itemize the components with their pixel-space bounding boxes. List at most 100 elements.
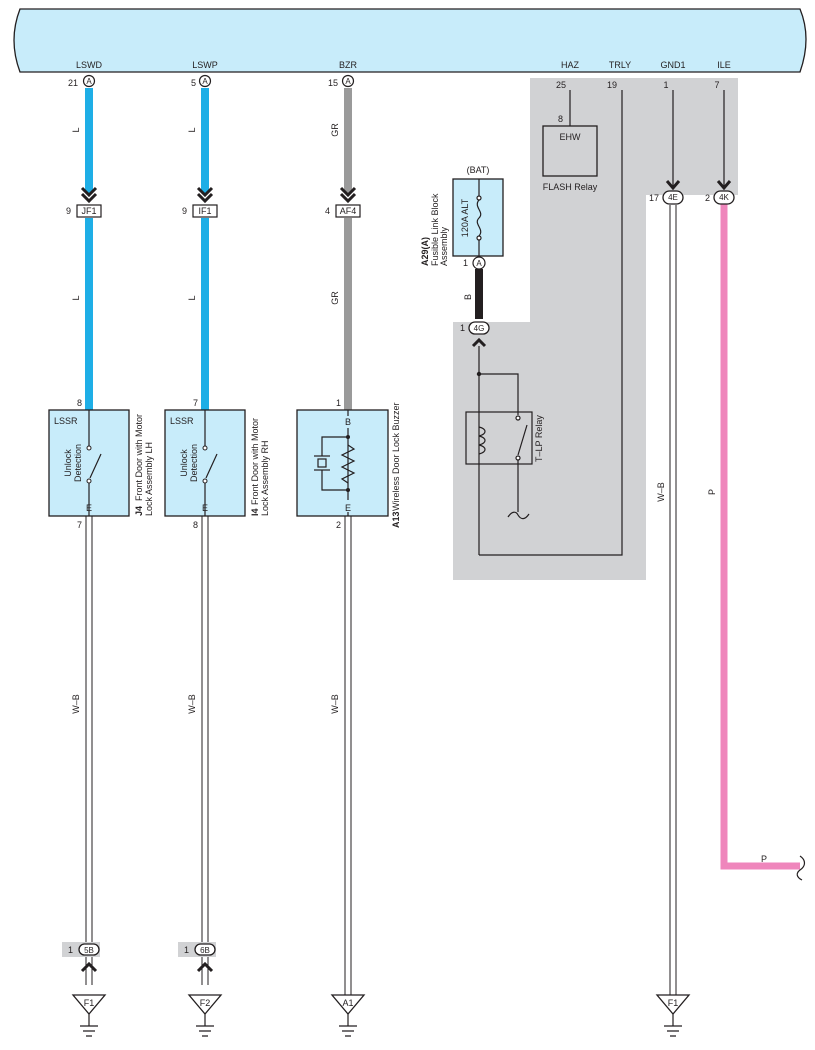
- wire-lswd-lower: [85, 218, 93, 410]
- pin-name-gnd1: GND1: [660, 60, 685, 70]
- component-i4: 7 LSSR Unlock Detection E 8 I4 Front Doo…: [164, 398, 270, 530]
- connector-5b: 5B 1: [62, 942, 100, 973]
- j4-detect-2: Detection: [73, 444, 83, 482]
- pin-name-trly: TRLY: [609, 60, 631, 70]
- ecu-pin-circle-bzr: [341, 74, 355, 88]
- ground-icon: [187, 994, 223, 1016]
- wire-label-wb-2: W–B: [187, 694, 197, 714]
- i4-terminal: E: [202, 503, 208, 513]
- i4-detect-2: Detection: [189, 444, 199, 482]
- connector-4e-num: 17: [649, 193, 659, 203]
- connector-4e: 4E 17: [649, 190, 684, 205]
- pin-num-lswp: 5: [191, 78, 196, 88]
- ground-icon: [71, 994, 107, 1016]
- i4-top-pin: 7: [193, 398, 198, 408]
- connector-af4-num: 4: [325, 206, 330, 216]
- fusible-title-1: Fusible Link Block: [430, 193, 440, 266]
- pin-name-lswd: LSWD: [76, 60, 103, 70]
- flash-relay-label: EHW: [560, 132, 582, 142]
- pin-name-haz: HAZ: [561, 60, 580, 70]
- wire-label-bzr-upper: GR: [330, 123, 340, 137]
- connector-jf1: JF1 9: [66, 204, 102, 218]
- j4-code: J4: [134, 506, 144, 516]
- i4-switch-icon: [205, 453, 218, 479]
- j4-top-pin: 8: [77, 398, 82, 408]
- ground-a1: A1: [330, 994, 366, 1037]
- fusible-fuse-rating: 120A ALT: [460, 198, 470, 237]
- wire-label-bzr-lower: GR: [330, 291, 340, 305]
- wire-labels: L L L L GR GR B W–B W–B W–B W–B P P: [71, 123, 767, 864]
- pin-num-gnd1: 1: [663, 80, 668, 90]
- connector-4k-label: 4K: [719, 193, 729, 202]
- ground-f1-left-label: F1: [84, 998, 95, 1008]
- relay-coil-icon: [478, 426, 486, 455]
- ecu-connectors: [82, 74, 355, 88]
- wire-lswp-upper: [201, 88, 209, 193]
- wire-lswp-lower: [201, 218, 209, 410]
- j4-switch-name: LSSR: [54, 416, 78, 426]
- wire-label-lswp-upper: L: [187, 127, 197, 132]
- wire-label-bat: B: [463, 294, 473, 300]
- relay-switch-icon: [517, 424, 528, 456]
- ecu-conn-bzr: A: [345, 77, 351, 86]
- connector-4e-label: 4E: [668, 193, 678, 202]
- shaded-region: [453, 78, 738, 580]
- j4-title-2: Lock Assembly LH: [144, 442, 154, 516]
- connector-5b-num: 1: [68, 945, 73, 955]
- ecu-conn-lswd: A: [86, 77, 92, 86]
- pin-num-trly: 19: [607, 80, 617, 90]
- a13-top-pin: 1: [336, 398, 341, 408]
- ground-f1-left: F1: [71, 994, 107, 1037]
- connector-if1-label: IF1: [198, 206, 211, 216]
- pin-name-bzr: BZR: [339, 60, 358, 70]
- i4-bottom-pin: 8: [193, 520, 198, 530]
- i4-switch-name: LSSR: [170, 416, 194, 426]
- wire-label-wb-3: W–B: [330, 694, 340, 714]
- connector-4k: 4K 2: [705, 190, 735, 205]
- connector-6b: 6B 1: [178, 942, 216, 973]
- wire-label-p-vert: P: [707, 489, 717, 495]
- wire-label-wb-4: W–B: [656, 482, 666, 502]
- fusible-code: A29(A): [420, 237, 430, 266]
- i4-detect-1: Unlock: [179, 449, 189, 477]
- j4-switch-icon: [89, 453, 102, 479]
- inline-chevrons: [80, 186, 357, 204]
- connector-af4: AF4 4: [325, 204, 361, 218]
- ecu-pin-numbers: 21 5 15 25 19 1 7: [68, 78, 720, 90]
- buzzer-crystal-icon: [317, 458, 327, 468]
- a13-title: Wireless Door Lock Buzzer: [391, 402, 401, 511]
- ground-f1-right-label: F1: [668, 998, 679, 1008]
- i4-title-2: Lock Assembly RH: [260, 440, 270, 516]
- ecu-body: [13, 8, 807, 73]
- fusible-title-2: Assembly: [439, 226, 449, 266]
- j4-title-1: Front Door with Motor: [134, 414, 144, 501]
- wb-wires: [85, 205, 677, 995]
- wire-label-wb-1: W–B: [71, 694, 81, 714]
- i4-title-1: Front Door with Motor: [250, 418, 260, 505]
- i4-code: I4: [250, 508, 260, 516]
- fusible-bat: (BAT): [467, 165, 490, 175]
- ground-icon: [330, 994, 366, 1016]
- a13-bottom-pin: 2: [336, 520, 341, 530]
- ground-icon: [655, 994, 691, 1016]
- component-a13: 1 B E 2 A13 Wireless Door Lock Buzzer: [296, 398, 401, 530]
- fusible-pin: 1: [463, 258, 468, 268]
- component-flash-relay: 8 EHW FLASH Relay: [542, 114, 598, 192]
- connector-af4-label: AF4: [340, 206, 357, 216]
- connector-if1: IF1 9: [182, 204, 218, 218]
- connector-jf1-num: 9: [66, 206, 71, 216]
- component-j4: 8 LSSR Unlock Detection E 7 J4 Front Doo…: [48, 398, 154, 530]
- wire-label-lswd-lower: L: [71, 295, 81, 300]
- connector-4g-num: 1: [460, 323, 465, 333]
- gnd-ile-chevrons: [665, 180, 732, 191]
- resistor-icon: [340, 444, 356, 484]
- j4-terminal: E: [86, 503, 92, 513]
- connector-jf1-label: JF1: [81, 206, 96, 216]
- wire-label-p-horiz: P: [761, 854, 767, 864]
- connector-if1-num: 9: [182, 206, 187, 216]
- a13-box: [296, 409, 389, 517]
- fusible-box: [452, 178, 504, 257]
- j4-detect-1: Unlock: [63, 449, 73, 477]
- wire-label-lswd-upper: L: [71, 127, 81, 132]
- wire-bzr-lower: [344, 218, 352, 410]
